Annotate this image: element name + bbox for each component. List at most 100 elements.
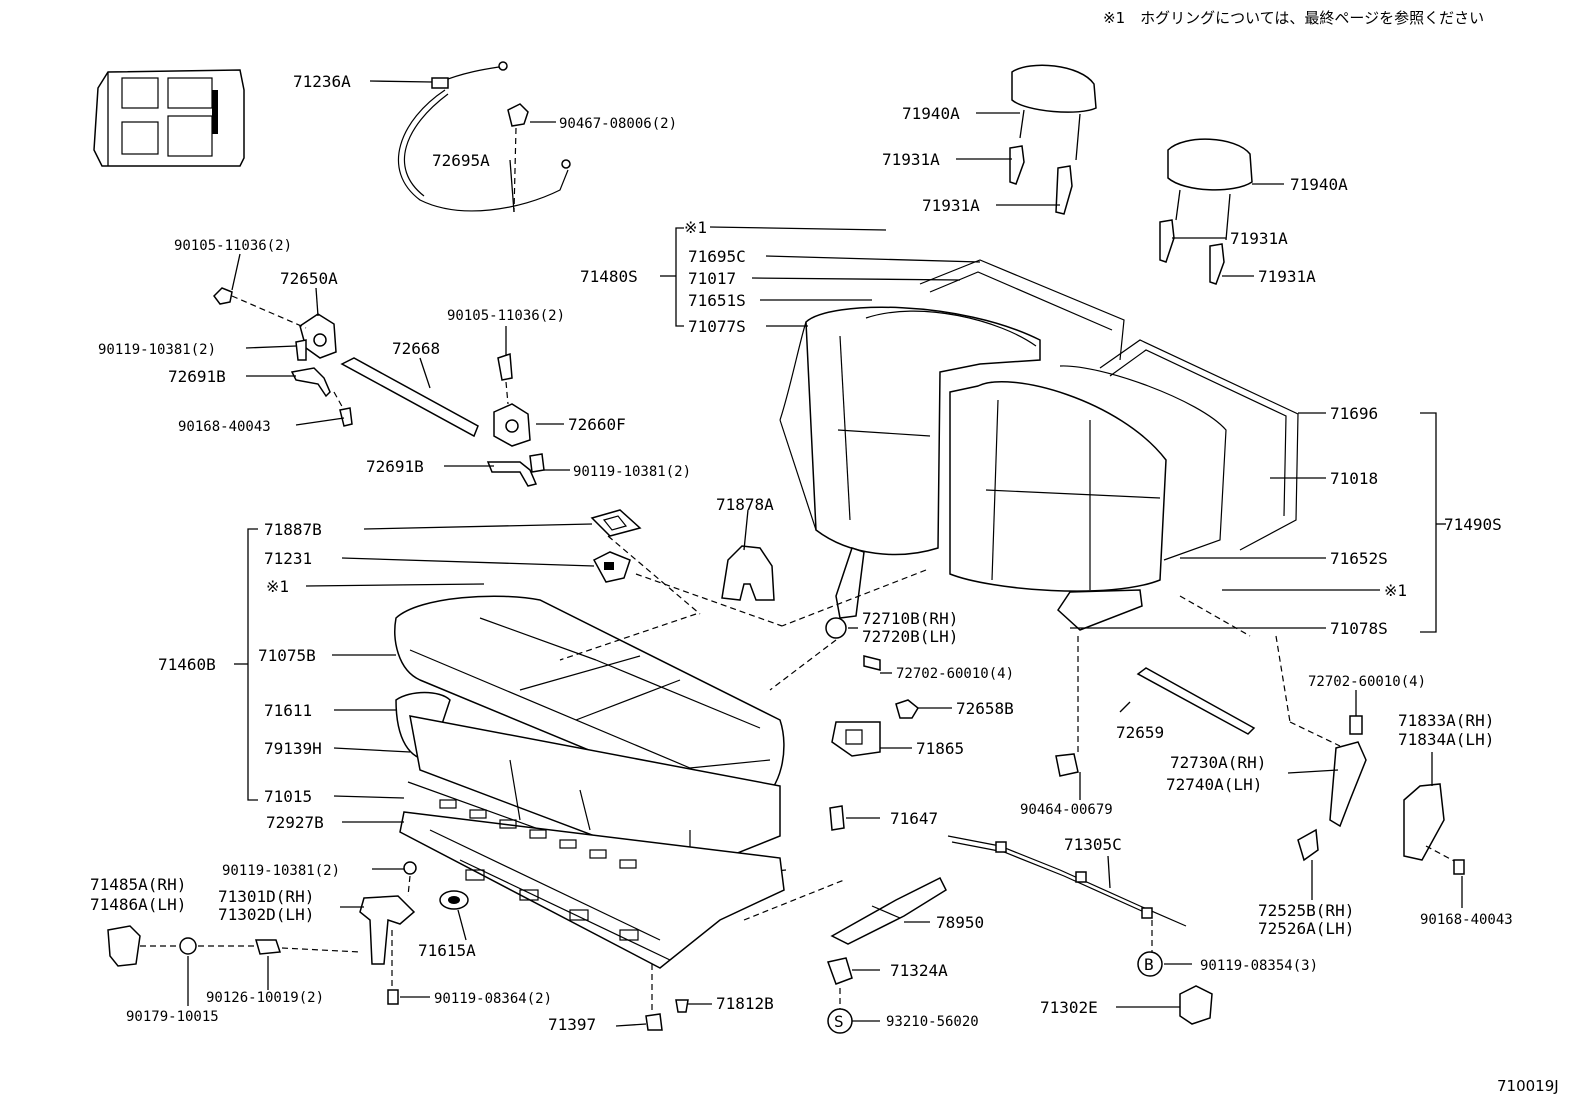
label-90119-10381-b: 90119-10381(2) [573, 464, 691, 480]
seat-cushion [394, 595, 787, 969]
label-71651S: 71651S [688, 291, 746, 310]
leader-lines [231, 80, 1463, 1027]
label-71940A-a: 71940A [902, 104, 960, 123]
label-71017: 71017 [688, 269, 736, 288]
label-90467-08006: 90467-08006(2) [559, 116, 677, 132]
label-71324A: 71324A [890, 961, 948, 980]
label-90464-00679: 90464-00679 [1020, 802, 1113, 818]
label-71647: 71647 [890, 809, 938, 828]
label-90168-40043-a: 90168-40043 [178, 419, 271, 435]
latch-72660F [493, 352, 531, 447]
label-72525B: 72525B(RH) [1258, 901, 1354, 920]
vehicle-location-thumbnail [93, 69, 245, 167]
label-71652S: 71652S [1330, 549, 1388, 568]
bumper-72658B [895, 699, 919, 719]
latch-72650A [213, 287, 337, 361]
label-71075B: 71075B [258, 646, 316, 665]
label-71486A: 71486A(LH) [90, 895, 186, 914]
grommet-71615A [439, 890, 469, 910]
bracket-72691B-lower [486, 453, 545, 487]
headrest-71940A-left [1009, 64, 1097, 215]
label-71485A: 71485A(RH) [90, 875, 186, 894]
label-72659: 72659 [1116, 723, 1164, 742]
label-90119-10381-c: 90119-10381(2) [222, 863, 340, 879]
latch-72730A [1297, 715, 1367, 862]
bracket-72691B-upper [290, 367, 353, 427]
svg-text:B: B [1144, 955, 1154, 974]
label-72740A: 72740A(LH) [1166, 775, 1262, 794]
label-79139H: 79139H [264, 739, 322, 758]
label-71833A: 71833A(RH) [1398, 711, 1494, 730]
label-90126-10019: 90126-10019(2) [206, 990, 324, 1006]
label-72660F: 72660F [568, 415, 626, 434]
label-71812B: 71812B [716, 994, 774, 1013]
label-71302E: 71302E [1040, 998, 1098, 1017]
label-71302D: 71302D(LH) [218, 905, 314, 924]
seatback-right [949, 365, 1227, 631]
group-bracket-71490S [1420, 412, 1446, 633]
label-71015: 71015 [264, 787, 312, 806]
label-72691B-b: 72691B [366, 457, 424, 476]
label-71865: 71865 [916, 739, 964, 758]
pad-71887B [590, 509, 642, 537]
label-72658B: 72658B [956, 699, 1014, 718]
figure-id: 710019J [1497, 1077, 1559, 1095]
group-bracket-71480S [660, 227, 684, 327]
label-71236A: 71236A [293, 72, 351, 91]
label-90119-08364: 90119-08364(2) [434, 991, 552, 1007]
label-71931A-b: 71931A [922, 196, 980, 215]
bracket-71301D [359, 861, 417, 1005]
label-71695C: 71695C [688, 247, 746, 266]
connector-lines [559, 535, 1341, 958]
label-72720B: 72720B(LH) [862, 627, 958, 646]
label-71397: 71397 [548, 1015, 596, 1034]
label-72668: 72668 [392, 339, 440, 358]
label-71834A: 71834A(LH) [1398, 730, 1494, 749]
label-71940A-b: 71940A [1290, 175, 1348, 194]
label-note1-b: ※1 [1384, 581, 1407, 600]
bolt-71812B [675, 999, 689, 1013]
label-72695A: 72695A [432, 151, 490, 170]
label-71611: 71611 [264, 701, 312, 720]
svg-text:S: S [834, 1012, 844, 1031]
label-90105-11036-a: 90105-11036(2) [174, 238, 292, 254]
bracket-71302E [1179, 985, 1213, 1025]
label-71615A: 71615A [418, 941, 476, 960]
label-93210-56020: 93210-56020 [886, 1014, 979, 1030]
label-90168-40043-b: 90168-40043 [1420, 912, 1513, 928]
label-90119-08354: 90119-08354(3) [1200, 958, 1318, 974]
label-71301D: 71301D(RH) [218, 887, 314, 906]
label-90179-10015: 90179-10015 [126, 1009, 219, 1025]
hinge-72710B [825, 547, 881, 671]
label-note1-a: ※1 [684, 218, 707, 237]
cable-71305C [947, 835, 1187, 927]
label-71931A-a: 71931A [882, 150, 940, 169]
label-71305C: 71305C [1064, 835, 1122, 854]
cap-71647 [829, 805, 845, 831]
label-90105-11036-b: 90105-11036(2) [447, 308, 565, 324]
plate-71865 [831, 721, 881, 757]
label-71231: 71231 [264, 549, 312, 568]
clip-71397 [645, 964, 663, 1031]
seatback-frame [919, 259, 1299, 551]
label-71878A: 71878A [716, 495, 774, 514]
label-72650A: 72650A [280, 269, 338, 288]
cover-71833A [1403, 783, 1465, 875]
part-labels: 71236A 90467-08006(2) 72695A 90105-11036… [90, 72, 1513, 1034]
rod-72659 [1136, 667, 1256, 735]
bumper-71878A [721, 545, 775, 601]
label-71018: 71018 [1330, 469, 1378, 488]
label-72710B: 72710B(RH) [862, 609, 958, 628]
label-71077S: 71077S [688, 317, 746, 336]
label-71931A-c: 71931A [1230, 229, 1288, 248]
header-note: ※1 ホグリングについては、最終ページを参照ください [1103, 9, 1484, 27]
badge-B: B [1137, 951, 1163, 977]
cable-assembly-72695A [397, 61, 571, 213]
label-72526A: 72526A(LH) [1258, 919, 1354, 938]
strap-78950 [830, 876, 947, 945]
clip-71324A [827, 957, 853, 1010]
rod-72668 [340, 357, 479, 438]
label-71696: 71696 [1330, 404, 1378, 423]
label-72702-60010-a: 72702-60010(4) [896, 666, 1014, 682]
